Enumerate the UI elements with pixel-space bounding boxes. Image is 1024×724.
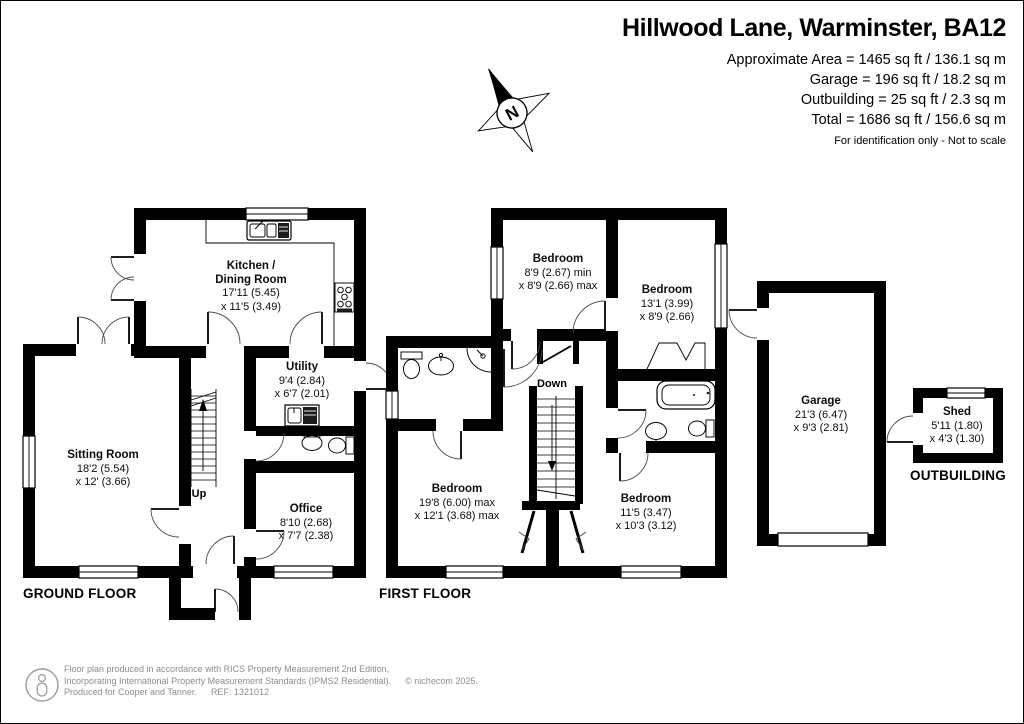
footer-line2: Incorporating International Property Mea… xyxy=(64,676,478,688)
room-dimensions: 18'2 (5.54) xyxy=(76,462,130,475)
ground-floor-label: GROUND FLOOR xyxy=(23,586,137,601)
window xyxy=(385,243,728,579)
room-name: Bedroom xyxy=(620,493,672,505)
room-label-utility: Utility 9'4 (2.84) x 6'7 (2.01) xyxy=(237,361,367,402)
window xyxy=(22,207,334,579)
kitchen-sink xyxy=(246,220,292,241)
hob xyxy=(334,282,355,313)
wardrobe xyxy=(646,342,706,370)
room-dimensions: 13'1 (3.99) xyxy=(640,297,694,310)
room-dimensions: 11'5 (3.47) xyxy=(620,506,672,519)
room-label-shed: Shed 5'11 (1.80) x 4'3 (1.30) xyxy=(892,406,1022,447)
kitchen-counter xyxy=(205,220,335,346)
room-dimensions: 21'3 (6.47) xyxy=(794,408,848,421)
disclaimer-note: For identification only - Not to scale xyxy=(834,135,1006,147)
room-dimensions: x 10'3 (3.12) xyxy=(615,520,677,532)
room-label-sitting-room: Sitting Room 18'2 (5.54) x 12' (3.66) xyxy=(38,449,168,490)
room-label-bedroom-top-left: Bedroom 8'9 (2.67) min x 8'9 (2.66) max xyxy=(492,253,624,294)
room-name: Bedroom xyxy=(431,483,483,495)
room-name: Bedroom xyxy=(641,284,693,296)
stairs-down-label: Down xyxy=(537,378,567,390)
footer-line1: Floor plan produced in accordance with R… xyxy=(64,664,390,674)
first-floor-label: FIRST FLOOR xyxy=(379,586,472,601)
shower-room-basin xyxy=(428,352,454,376)
outbuilding-label: OUTBUILDING xyxy=(910,468,1006,483)
garage-door xyxy=(777,532,869,547)
room-dimensions: 17'11 (5.45) xyxy=(222,287,280,299)
shed-plan xyxy=(886,387,1003,463)
room-dimensions: x 12' (3.66) xyxy=(75,476,131,488)
room-label-bedroom-top-right: Bedroom 13'1 (3.99) x 8'9 (2.66) xyxy=(602,284,732,325)
room-dimensions: 9'4 (2.84) xyxy=(278,374,326,387)
room-dimensions: x 9'3 (2.81) xyxy=(793,422,849,434)
room-name: Dining Room xyxy=(215,273,287,286)
garage-plan xyxy=(728,281,886,547)
footer: Floor plan produced in accordance with R… xyxy=(64,664,478,699)
footer-line3: Produced for Cooper and Tanner. REF: 1321… xyxy=(64,687,478,699)
approximate-area: Approximate Area = 1465 sq ft / 136.1 sq… xyxy=(726,52,1006,68)
room-dimensions: x 12'1 (3.68) max xyxy=(414,510,500,522)
room-label-bedroom-bottom-right: Bedroom 11'5 (3.47) x 10'3 (3.12) xyxy=(581,493,711,534)
room-dimensions: x 8'9 (2.66) max xyxy=(518,280,598,292)
room-dimensions: 8'9 (2.67) min xyxy=(524,266,592,279)
person-logo-icon xyxy=(25,668,59,702)
room-name: Bedroom xyxy=(532,253,584,265)
garage-area: Garage = 196 sq ft / 18.2 sq m xyxy=(809,72,1006,88)
footer-ipms-text: Incorporating International Property Mea… xyxy=(64,675,392,686)
room-dimensions: 5'11 (1.80) xyxy=(931,419,983,432)
door-swings xyxy=(77,256,393,613)
page-title: Hillwood Lane, Warminster, BA12 xyxy=(622,14,1006,42)
room-name: Shed xyxy=(942,406,972,418)
room-name: Utility xyxy=(286,361,318,373)
total-area: Total = 1686 sq ft / 156.6 sq m xyxy=(811,112,1006,128)
room-dimensions: 19'8 (6.00) max xyxy=(418,496,496,509)
ground-floor-plan xyxy=(22,207,393,620)
room-name: Sitting Room xyxy=(67,449,139,461)
outbuilding-area: Outbuilding = 25 sq ft / 2.3 sq m xyxy=(800,92,1006,108)
room-label-office: Office 8'10 (2.68) x 7'7 (2.38) xyxy=(241,503,371,544)
bathroom-basin xyxy=(645,422,667,444)
wc-toilet xyxy=(328,436,355,455)
wc-basin xyxy=(301,432,323,451)
room-label-garage: Garage 21'3 (6.47) x 9'3 (2.81) xyxy=(756,395,886,436)
room-label-bedroom-bottom-left: Bedroom 19'8 (6.00) max x 12'1 (3.68) ma… xyxy=(391,483,523,524)
room-dimensions: x 6'7 (2.01) xyxy=(274,388,330,400)
room-name: Garage xyxy=(801,395,841,407)
room-dimensions: x 4'3 (1.30) xyxy=(929,433,985,445)
room-dimensions: x 8'9 (2.66) xyxy=(639,311,695,323)
corner-shower xyxy=(466,347,492,373)
footer-ref: REF: 1321012 xyxy=(210,687,269,697)
shower-room-toilet xyxy=(400,351,423,379)
staircase-up xyxy=(190,389,217,487)
first-floor-plan xyxy=(385,208,728,579)
bath xyxy=(656,380,716,410)
room-dimensions: x 7'7 (2.38) xyxy=(278,530,334,542)
header: Hillwood Lane, Warminster, BA12 Approxim… xyxy=(622,14,1006,147)
footer-copyright: © nichecom 2025. xyxy=(405,675,478,686)
footer-produced-for: Produced for Cooper and Tanner. xyxy=(64,687,197,697)
area-summary: Approximate Area = 1465 sq ft / 136.1 sq… xyxy=(622,50,1006,130)
room-dimensions: 8'10 (2.68) xyxy=(279,516,333,529)
room-dimensions: x 11'5 (3.49) xyxy=(221,300,281,313)
room-label-kitchen: Kitchen / Dining Room 17'11 (5.45) x 11'… xyxy=(186,260,316,314)
room-name: Office xyxy=(289,503,323,515)
bathroom-toilet xyxy=(688,419,715,438)
room-name: Kitchen / xyxy=(226,260,276,272)
utility-sink-washer xyxy=(284,404,320,427)
staircase-down xyxy=(536,396,576,499)
door-swings xyxy=(432,300,649,554)
stairs-up-label: Up xyxy=(191,488,207,500)
compass-icon: N xyxy=(477,68,551,153)
